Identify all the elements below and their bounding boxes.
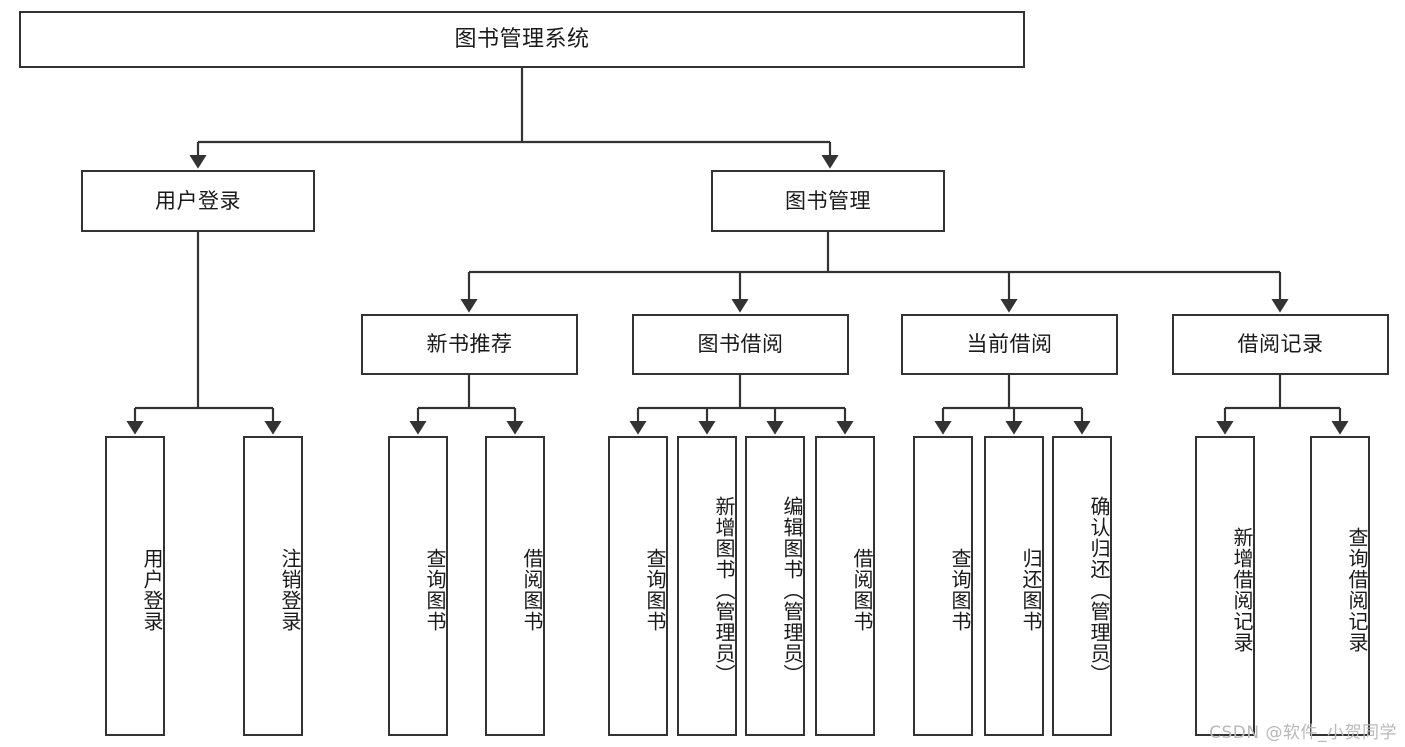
node-leaf-user-login-label: 用户登录 — [140, 548, 164, 632]
node-leaf-query-book-3[interactable]: 查询图书 — [913, 436, 973, 736]
node-leaf-borrow-book-2[interactable]: 借阅图书 — [815, 436, 875, 736]
node-borrow-record-label: 借阅记录 — [1237, 332, 1324, 357]
node-leaf-borrow-book-1-label: 借阅图书 — [520, 548, 544, 632]
node-leaf-edit-book-label: 编辑图书（管理员） — [780, 495, 804, 685]
node-book-manage-label: 图书管理 — [785, 188, 871, 213]
node-leaf-borrow-book-1[interactable]: 借阅图书 — [485, 436, 545, 736]
node-leaf-confirm-return-label: 确认归还（管理员） — [1087, 495, 1111, 685]
node-root-label: 图书管理系统 — [454, 26, 590, 52]
node-borrow-record[interactable]: 借阅记录 — [1172, 314, 1389, 375]
node-leaf-user-logout[interactable]: 注销登录 — [243, 436, 303, 736]
node-book-borrow-label: 图书借阅 — [697, 332, 784, 357]
node-book-manage[interactable]: 图书管理 — [711, 170, 945, 232]
node-new-book-rec[interactable]: 新书推荐 — [361, 314, 578, 375]
node-leaf-query-book-2[interactable]: 查询图书 — [608, 436, 668, 736]
node-current-borrow-label: 当前借阅 — [966, 332, 1053, 357]
node-leaf-query-book-3-label: 查询图书 — [948, 548, 972, 632]
node-leaf-return-book[interactable]: 归还图书 — [984, 436, 1044, 736]
node-user-login-label: 用户登录 — [155, 188, 241, 213]
node-leaf-borrow-book-2-label: 借阅图书 — [850, 548, 874, 632]
node-leaf-add-record[interactable]: 新增借阅记录 — [1195, 436, 1255, 736]
node-root-system[interactable]: 图书管理系统 — [19, 11, 1025, 68]
node-leaf-query-record[interactable]: 查询借阅记录 — [1310, 436, 1370, 736]
node-leaf-user-login[interactable]: 用户登录 — [105, 436, 165, 736]
node-leaf-query-book-1-label: 查询图书 — [423, 548, 447, 632]
node-book-borrow[interactable]: 图书借阅 — [632, 314, 849, 375]
csdn-watermark: CSDN @软件_小贺同学 — [1209, 723, 1397, 743]
node-leaf-query-book-2-label: 查询图书 — [643, 548, 667, 632]
node-leaf-query-record-label: 查询借阅记录 — [1345, 527, 1369, 653]
node-leaf-add-record-label: 新增借阅记录 — [1230, 527, 1254, 653]
node-leaf-add-book-label: 新增图书（管理员） — [712, 495, 736, 685]
node-leaf-query-book-1[interactable]: 查询图书 — [388, 436, 448, 736]
node-leaf-edit-book[interactable]: 编辑图书（管理员） — [745, 436, 805, 736]
node-leaf-add-book[interactable]: 新增图书（管理员） — [677, 436, 737, 736]
node-leaf-confirm-return[interactable]: 确认归还（管理员） — [1052, 436, 1112, 736]
node-leaf-user-logout-label: 注销登录 — [278, 548, 302, 632]
node-user-login[interactable]: 用户登录 — [81, 170, 315, 232]
node-new-book-rec-label: 新书推荐 — [426, 332, 513, 357]
node-current-borrow[interactable]: 当前借阅 — [901, 314, 1118, 375]
node-leaf-return-book-label: 归还图书 — [1019, 548, 1043, 632]
